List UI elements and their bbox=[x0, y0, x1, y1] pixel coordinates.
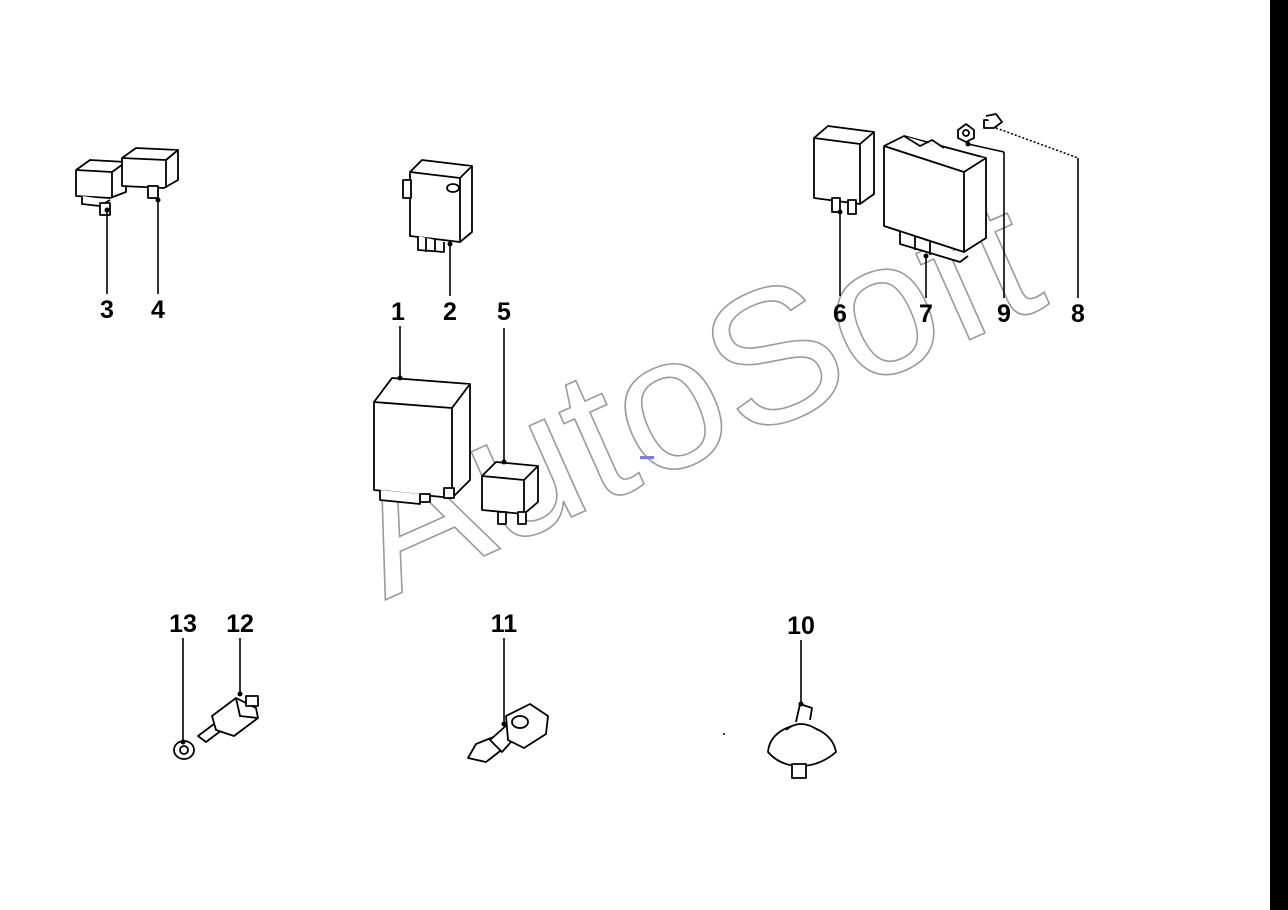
pressure-switch-part-10 bbox=[767, 703, 837, 779]
relay-part-5 bbox=[481, 461, 539, 525]
nut-part-9 bbox=[957, 123, 975, 143]
control-module-part-7 bbox=[883, 135, 987, 263]
callout-13: 13 bbox=[169, 610, 197, 638]
relay-part-1 bbox=[373, 377, 471, 505]
sensor-part-12 bbox=[197, 695, 259, 743]
stray-dot bbox=[723, 733, 725, 735]
callout-3: 3 bbox=[100, 296, 114, 324]
relay-part-2 bbox=[402, 159, 473, 253]
callout-1: 1 bbox=[391, 298, 405, 326]
callout-2: 2 bbox=[443, 298, 457, 326]
callout-4: 4 bbox=[151, 296, 165, 324]
relay-part-4 bbox=[121, 147, 179, 199]
callout-6: 6 bbox=[833, 300, 847, 328]
callout-12: 12 bbox=[226, 610, 254, 638]
callout-5: 5 bbox=[497, 298, 511, 326]
bolt-part-8 bbox=[983, 113, 1003, 129]
callout-11: 11 bbox=[491, 610, 518, 638]
relay-part-3 bbox=[75, 159, 127, 216]
callout-7: 7 bbox=[919, 300, 933, 328]
callout-9: 9 bbox=[997, 300, 1011, 328]
marker-dash bbox=[640, 456, 654, 459]
switch-part-11 bbox=[467, 703, 549, 763]
right-edge-bar bbox=[1270, 0, 1288, 910]
callout-8: 8 bbox=[1071, 300, 1085, 328]
callout-10: 10 bbox=[787, 612, 815, 640]
relay-part-6 bbox=[813, 125, 875, 215]
